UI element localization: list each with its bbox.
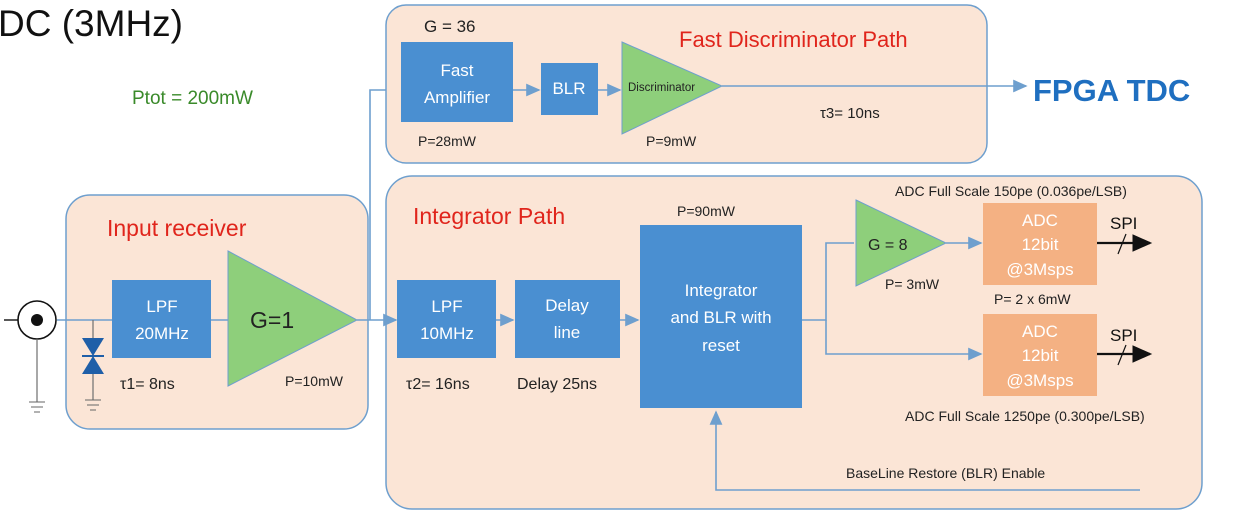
ptot-label: Ptot = 200mW — [132, 88, 253, 109]
adc-power: P= 2 x 6mW — [994, 291, 1071, 307]
spi-bottom-arrow-icon — [1097, 344, 1153, 366]
g8-power: P= 3mW — [885, 276, 940, 292]
adc-bottom-label: 12bit — [1022, 346, 1059, 365]
lpf-20mhz-label: LPF — [146, 297, 177, 316]
delay-line-label: Delay — [545, 296, 589, 315]
lpf-20mhz-label: 20MHz — [135, 324, 189, 343]
delay-line-block — [515, 280, 620, 358]
fast-amplifier-label: Amplifier — [424, 88, 490, 107]
integrator-label: Integrator — [685, 281, 758, 300]
adc-top-label: 12bit — [1022, 235, 1059, 254]
fast-amp-power: P=28mW — [418, 133, 477, 149]
disc-power: P=9mW — [646, 133, 697, 149]
g1-amplifier-triangle — [227, 250, 359, 387]
integrator-path-title: Integrator Path — [413, 203, 565, 229]
lpf-10mhz-block — [397, 280, 496, 358]
adc-bottom-label: @3Msps — [1006, 371, 1073, 390]
fast-amplifier-label: Fast — [440, 61, 473, 80]
adc-fullscale-top: ADC Full Scale 150pe (0.036pe/LSB) — [895, 183, 1127, 199]
integrator-power: P=90mW — [677, 203, 736, 219]
integrator-block — [640, 225, 802, 408]
page-title: DC (3MHz) — [0, 3, 183, 44]
integrator-label: reset — [702, 336, 740, 355]
blr-label: BLR — [552, 79, 585, 98]
adc-fullscale-bottom: ADC Full Scale 1250pe (0.300pe/LSB) — [905, 408, 1145, 424]
tau1-label: τ1= 8ns — [120, 376, 175, 393]
g8-amplifier-triangle — [855, 199, 948, 287]
spi-top-arrow-icon — [1097, 233, 1153, 255]
discriminator-triangle — [621, 41, 724, 135]
input-receiver-title: Input receiver — [107, 215, 247, 241]
integrator-label: and BLR with — [670, 308, 771, 327]
input-connector-icon — [4, 300, 57, 413]
fast-amplifier-block — [401, 42, 513, 122]
tau3-label: τ3= 10ns — [820, 105, 880, 122]
tau2-label: τ2= 16ns — [406, 376, 470, 393]
adc-top-label: @3Msps — [1006, 260, 1073, 279]
adc-top-block — [983, 203, 1097, 285]
delay-value: Delay 25ns — [517, 376, 597, 393]
blr-block — [541, 63, 598, 115]
delay-line-label: line — [554, 323, 580, 342]
adc-bottom-label: ADC — [1022, 322, 1058, 341]
spi-top-label: SPI — [1110, 214, 1137, 233]
spi-bottom-label: SPI — [1110, 326, 1137, 345]
adc-bottom-block — [983, 314, 1097, 396]
lpf-10mhz-label: 10MHz — [420, 324, 474, 343]
adc-top-label: ADC — [1022, 211, 1058, 230]
blr-enable-label: BaseLine Restore (BLR) Enable — [846, 465, 1045, 481]
fpga-tdc-label: FPGA TDC — [1033, 73, 1190, 108]
protection-diode-icon — [82, 320, 104, 411]
discriminator-label: Discriminator — [628, 82, 695, 94]
g8-label: G = 8 — [868, 237, 908, 254]
lpf-10mhz-label: LPF — [431, 297, 462, 316]
fast-path-title: Fast Discriminator Path — [679, 27, 908, 52]
g1-power: P=10mW — [285, 373, 344, 389]
input-receiver-panel — [65, 194, 369, 430]
g1-label: G=1 — [250, 307, 294, 333]
fast-gain-label: G = 36 — [424, 17, 476, 36]
lpf-20mhz-block — [112, 280, 211, 358]
